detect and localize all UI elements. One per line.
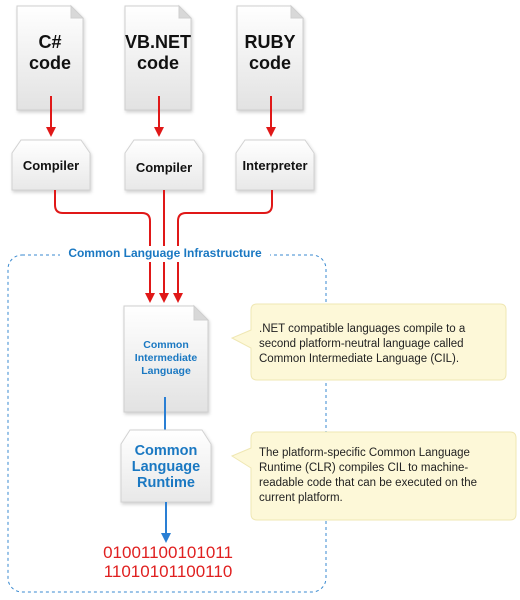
source-doc-vbnet — [124, 4, 193, 111]
clr-label: Common Language Runtime — [131, 443, 201, 491]
cil-note-text: .NET compatible languages compile to a s… — [259, 323, 466, 365]
note-callout-cil — [230, 303, 507, 381]
binary-output: 01001100101011 11010101100110 — [78, 543, 258, 581]
processor-shape-2 — [124, 139, 204, 191]
source-doc-ruby — [236, 4, 305, 111]
binary-line-2: 11010101100110 — [103, 562, 233, 581]
source-doc-csharp — [16, 4, 85, 111]
infrastructure-label: Common Language Infrastructure — [60, 246, 270, 262]
processor-label-interpreter: Interpreter — [242, 157, 308, 173]
source-label-vbnet: VB.NET code — [125, 32, 192, 73]
clr-note-text: The platform-specific Common Language Ru… — [259, 447, 478, 504]
processor-label-compiler-2: Compiler — [135, 159, 193, 175]
processor-shape-3 — [235, 139, 315, 191]
clr-shape — [120, 429, 212, 503]
binary-line-1: 01001100101011 — [103, 543, 233, 562]
source-label-csharp: C# code — [28, 32, 71, 73]
source-label-ruby: RUBY code — [244, 32, 296, 73]
note-callout-clr — [230, 431, 517, 521]
processor-label-compiler-1: Compiler — [22, 157, 80, 173]
cil-document-shape — [123, 304, 210, 413]
arrow-interpreter-to-cil — [173, 190, 273, 303]
cil-label: Common Intermediate Language — [134, 338, 198, 377]
processor-shape-1 — [11, 139, 91, 191]
arrow-compiler1-to-cil — [54, 190, 155, 303]
